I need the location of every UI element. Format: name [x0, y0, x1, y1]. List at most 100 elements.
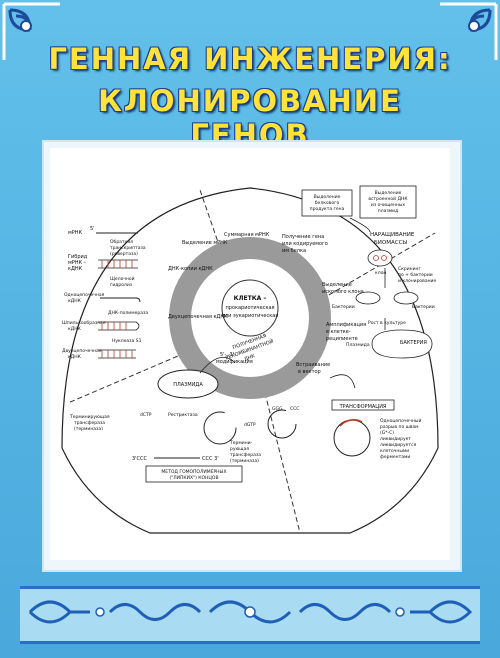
- screening-2: по + бактерии: [398, 272, 433, 278]
- left-double-1: Двухцепочечная: [62, 348, 102, 354]
- double-ladder: [98, 349, 136, 359]
- inserted-dna-2: встроенной ДНК: [368, 195, 408, 202]
- hybrid-ladder: [98, 259, 138, 269]
- divider-bottom: [264, 392, 301, 534]
- left-alk-2: гидролиз: [110, 283, 133, 288]
- cell-label-2: прокариотическая: [225, 305, 274, 311]
- bacterium-label: БАКТЕРИЯ: [400, 340, 427, 346]
- screening-3: и клонирование: [398, 279, 436, 284]
- step-amp-3: реципиенте: [326, 336, 358, 342]
- gap-5: ликвидируется: [380, 443, 417, 448]
- poster-title-line2: КЛОНИРОВАНИЕ ГЕНОВ: [98, 84, 402, 152]
- seq-left: 3'CCC: [132, 456, 148, 462]
- gap-1: Одноцепочечный: [380, 417, 421, 424]
- inserted-dna-4: плазмид: [378, 209, 398, 214]
- left-rt-3: (ревертаза): [110, 251, 138, 257]
- gap-3: (G*-C): [380, 430, 394, 436]
- step-total-mrna: Суммарная мРНК: [224, 232, 270, 238]
- seq-right: CCC 3': [202, 456, 219, 462]
- ornament-pattern: [28, 600, 473, 624]
- protein-product-box: [301, 189, 353, 217]
- biomass-1: НАРАЩИВАНИЕ: [370, 232, 415, 238]
- ring-label-3: ДНК: [243, 353, 256, 363]
- gap-6: клеточными: [380, 449, 409, 454]
- left-rt-1: Обратная: [110, 239, 133, 245]
- left-hairpin-1: Шпилькообразная: [62, 320, 106, 326]
- step-isolation-mrna: Выделение мРНК: [182, 240, 228, 246]
- term2-1: Термини-: [229, 440, 253, 446]
- inserted-dna-1: Выделение: [375, 190, 402, 196]
- divider-left: [67, 352, 186, 404]
- left-nuclease: Нуклеаза S1: [112, 338, 142, 344]
- divider-top: [199, 189, 221, 249]
- step-amp-1: Амплификация: [326, 322, 366, 328]
- biomass-2: БИОМАССЫ: [374, 240, 407, 246]
- term-1: Терминирующая: [69, 414, 110, 420]
- protein-product-2: белкового: [315, 200, 340, 206]
- term-2: трансфераза: [74, 420, 105, 426]
- restrictase-label: Рестриктаза: [168, 412, 198, 418]
- clone-label: клон: [375, 271, 386, 276]
- culture-growth: Рост в культуре: [368, 320, 406, 326]
- protein-product-1: Выделение: [314, 194, 341, 200]
- left-hairpin-2: кДНК: [68, 326, 82, 332]
- gap-2: разрыв по швам: [380, 425, 419, 430]
- flow-arrows: [199, 217, 386, 389]
- cut-plasmid: [203, 411, 237, 445]
- transformation-label: ТРАНСФОРМАЦИЯ: [339, 404, 387, 410]
- ccc-label: CCC: [290, 406, 299, 412]
- transformation-box: [331, 399, 395, 411]
- left-5prime-1: 5': [90, 226, 95, 232]
- inserted-dna-3: из очищенных: [371, 203, 406, 208]
- dgtp-label: dGTP: [244, 422, 256, 428]
- gap-4: ликвидирует: [380, 437, 411, 442]
- cell-label-3: или эукариотическая: [222, 313, 279, 319]
- bacteria-cluster-right: [393, 291, 419, 305]
- left-hybrid-1: Гибрид: [68, 254, 88, 260]
- left-hybrid-3: кДНК: [68, 266, 83, 272]
- poster-title-line1: ГЕННАЯ ИНЖЕНЕРИЯ:: [48, 42, 452, 76]
- left-dna-pol: ДНК-полимераза: [108, 310, 148, 316]
- step-dna-copy: ДНК-копии кДНК: [168, 266, 213, 272]
- step-gene-2: или кодируемого: [282, 241, 328, 247]
- plasmid-right: Плазмида: [346, 342, 370, 348]
- corner-ornament-top-left: [2, 2, 60, 60]
- bacterium-shape: [371, 329, 433, 359]
- protein-product-3: продукта гена: [310, 207, 345, 212]
- outer-arc: [61, 187, 439, 449]
- step-gene-3: им белка: [282, 248, 306, 254]
- plasmid-bottom: [157, 369, 219, 399]
- step-gene-1: Получение гена: [282, 234, 324, 240]
- method-2: ("ЛИПКИХ") КОНЦОВ: [169, 475, 218, 481]
- term-3: (терминаза): [74, 426, 103, 432]
- bacteria-left: Бактерии: [332, 304, 355, 310]
- left-single-1: Одноцепочечная: [64, 292, 105, 298]
- corner-ornament-top-right: [440, 2, 498, 60]
- biomass-flask: [367, 249, 393, 267]
- ggg-label: GGG: [272, 406, 283, 412]
- hairpin-ladder: [98, 321, 140, 331]
- inserted-dna-box: [359, 185, 417, 219]
- dctp-label: dCTP: [140, 412, 152, 418]
- left-double-2: кДНК: [68, 354, 82, 360]
- term2-4: (терминаза): [230, 458, 259, 464]
- left-rt-2: транскриптаза: [110, 246, 146, 251]
- cell-circle: [221, 279, 279, 337]
- recombinant-plasmid: [333, 419, 371, 457]
- step-clone-2: искомого клона: [322, 289, 364, 295]
- gap-7: ферментами: [380, 454, 410, 460]
- ggg-plasmid: [267, 409, 297, 439]
- cloning-diagram: КЛЕТКА – прокариотическая или эукариотич…: [61, 185, 439, 534]
- bottom-outline: [61, 447, 439, 534]
- cycle-ring: [169, 237, 331, 399]
- left-single-2: кДНК: [68, 298, 82, 304]
- step-insert-1: Встраивание: [296, 362, 330, 368]
- single-chain-strand: [100, 297, 141, 303]
- bacteria-right: Бактерии: [412, 304, 435, 310]
- step-double-chain: Двухцепочечная кДНК: [168, 314, 228, 320]
- step-clone-1: Выделение: [322, 282, 352, 288]
- term2-2: рующая: [230, 447, 249, 452]
- screening-1: Скрининг: [398, 266, 421, 272]
- bacteria-cluster-left: [355, 291, 381, 305]
